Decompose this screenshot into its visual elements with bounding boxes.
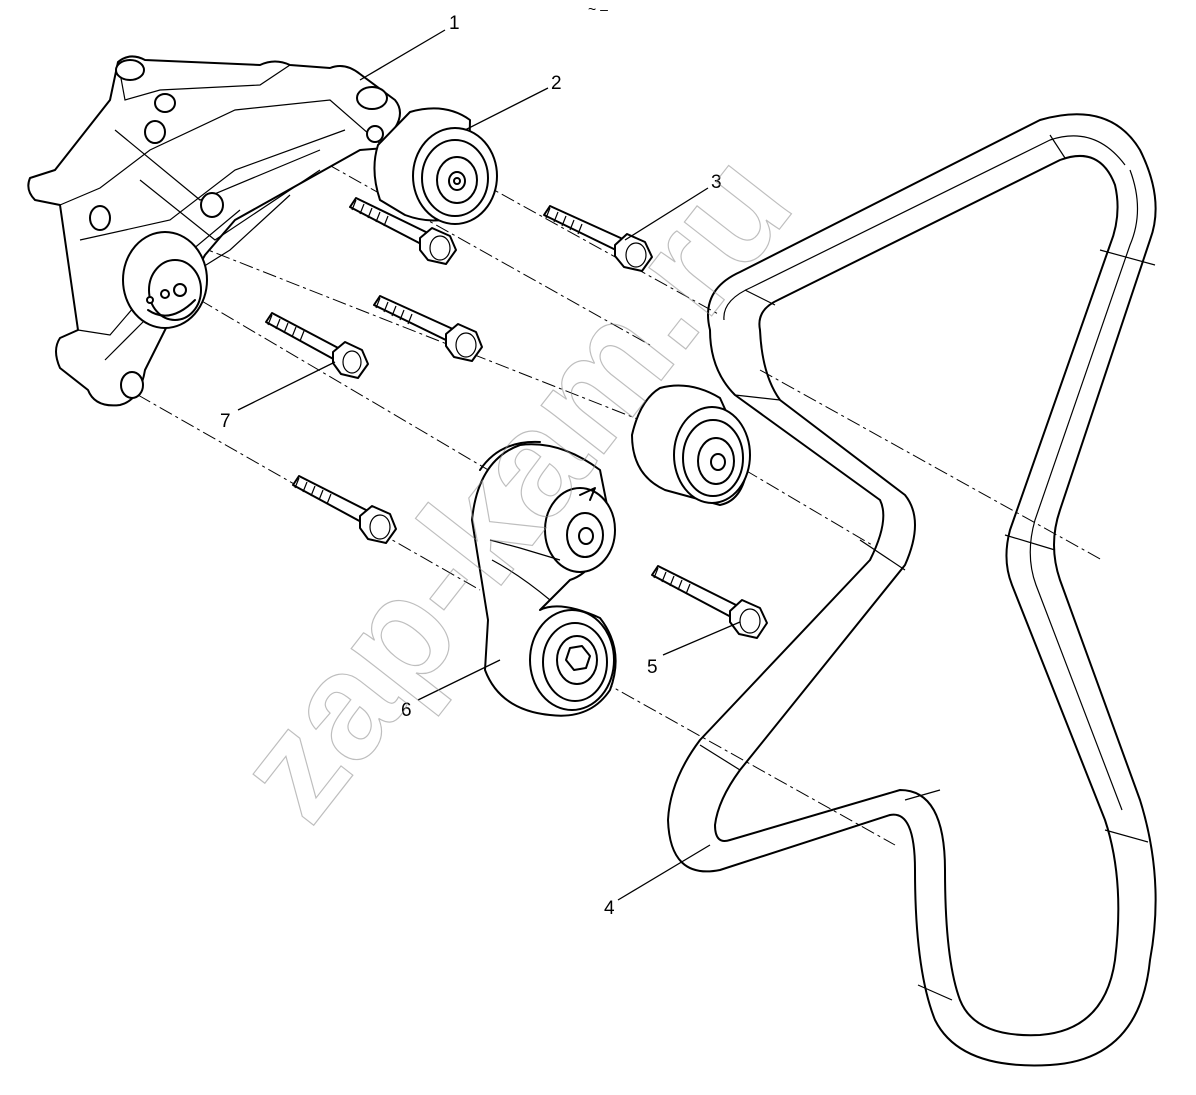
top-mark: ~ – — [588, 1, 608, 17]
callout-4: 4 — [604, 898, 615, 919]
callout-5: 5 — [647, 657, 658, 678]
callout-labels: 1 2 3 4 5 6 7 — [220, 13, 722, 919]
bolt-middle — [373, 295, 483, 362]
leader-lines — [237, 29, 741, 901]
callout-3: 3 — [711, 172, 722, 193]
belt-tensioner — [471, 440, 617, 717]
bolt-lower-left — [292, 475, 397, 544]
idler-pulley-middle — [631, 384, 751, 506]
callout-1: 1 — [449, 13, 460, 34]
callout-6: 6 — [401, 700, 412, 721]
bolt-5 — [651, 565, 768, 639]
mounting-bracket — [27, 55, 401, 407]
callout-7: 7 — [220, 411, 231, 432]
bolt-7 — [265, 312, 369, 379]
callout-2: 2 — [551, 73, 562, 94]
idler-pulley-upper — [373, 107, 498, 225]
bolt-upper-left — [349, 197, 457, 265]
drive-belt — [667, 113, 1157, 1067]
